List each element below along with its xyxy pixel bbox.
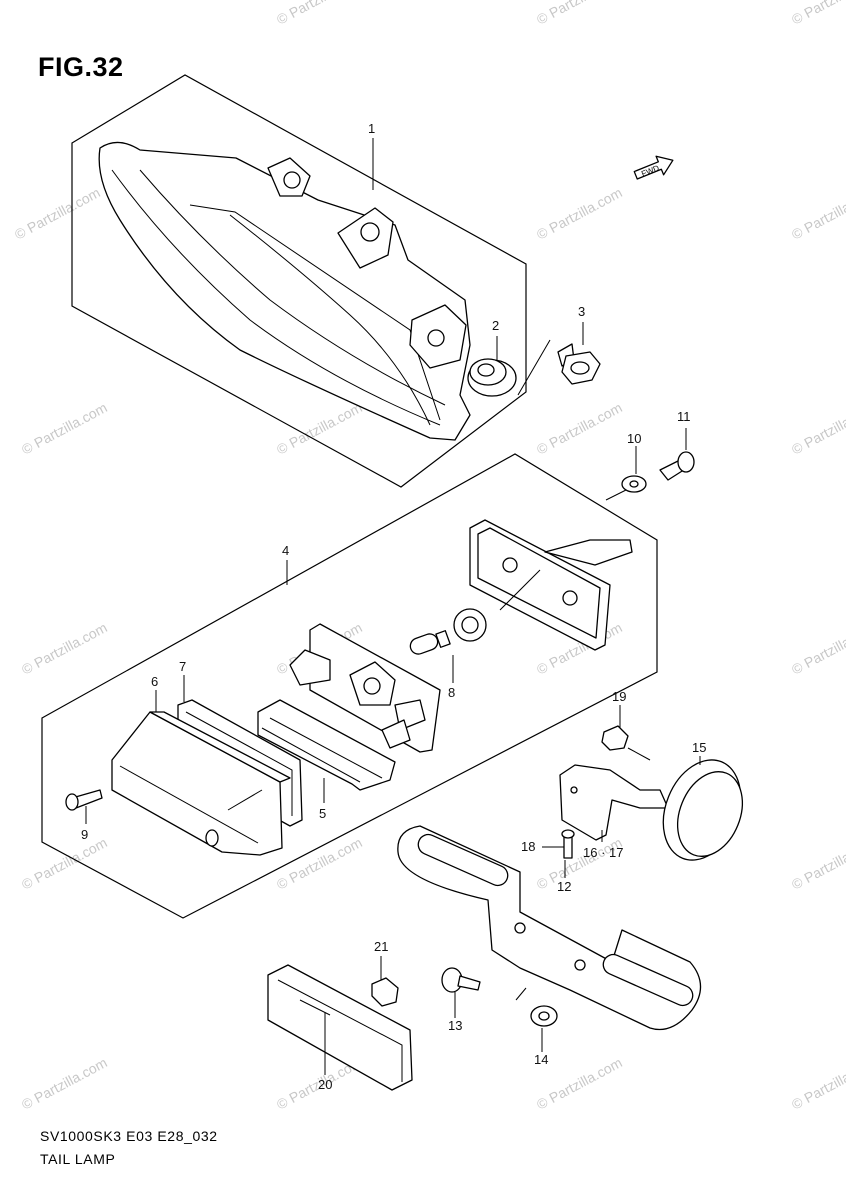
nut-part-19 bbox=[601, 725, 629, 751]
watermark: © Partzilla.com bbox=[19, 399, 110, 457]
watermark: © Partzilla.com bbox=[534, 399, 625, 457]
lamp-holder bbox=[289, 623, 441, 753]
callout-5: 5 bbox=[319, 806, 326, 821]
fwd-arrow-icon: FWD bbox=[633, 155, 674, 180]
reflector-bracket-part-16-17 bbox=[559, 764, 669, 841]
watermark: © Partzilla.com bbox=[274, 399, 365, 457]
callout-1: 1 bbox=[368, 121, 375, 136]
screw-part-13 bbox=[441, 967, 481, 993]
leader-line bbox=[515, 987, 527, 1001]
watermark: © Partzilla.com bbox=[274, 0, 365, 28]
callout-12: 12 bbox=[557, 879, 571, 894]
washer-part-10 bbox=[621, 475, 647, 493]
callout-10: 10 bbox=[627, 431, 641, 446]
watermark: © Partzilla.com bbox=[789, 399, 846, 457]
assembly-frame-4 bbox=[41, 453, 658, 919]
callout-6: 6 bbox=[151, 674, 158, 689]
bulb-part-8 bbox=[409, 630, 451, 655]
callout-14: 14 bbox=[534, 1052, 548, 1067]
screw-part-9 bbox=[65, 789, 103, 811]
callout-7: 7 bbox=[179, 659, 186, 674]
callout-16-17: 16 · 17 bbox=[583, 845, 623, 860]
license-bracket-part-12 bbox=[397, 825, 702, 1031]
leader-line bbox=[605, 489, 627, 501]
watermark: © Partzilla.com bbox=[19, 619, 110, 677]
watermark: © Partzilla.com bbox=[12, 184, 103, 242]
gasket-part-5 bbox=[257, 699, 396, 791]
figure-title: FIG.32 bbox=[38, 52, 124, 82]
watermark: © Partzilla.com bbox=[789, 619, 846, 677]
watermark: © Partzilla.com bbox=[789, 0, 846, 28]
callout-4: 4 bbox=[282, 543, 289, 558]
callout-labels: 1 2 3 4 5 6 7 8 9 10 11 12 13 14 15 16 ·… bbox=[81, 121, 706, 1092]
watermark: © Partzilla.com bbox=[534, 0, 625, 28]
figure-name: TAIL LAMP bbox=[40, 1151, 116, 1167]
grommet-part-2 bbox=[467, 358, 517, 397]
callout-19: 19 bbox=[612, 689, 626, 704]
watermark: © Partzilla.com bbox=[19, 834, 110, 892]
watermark: © Partzilla.com bbox=[19, 1054, 110, 1112]
watermark: © Partzilla.com bbox=[789, 1054, 846, 1112]
fwd-label: FWD bbox=[640, 163, 660, 178]
callout-3: 3 bbox=[578, 304, 585, 319]
tail-lamp-housing bbox=[98, 141, 471, 441]
watermark: © Partzilla.com bbox=[534, 834, 625, 892]
lamp-base-plate bbox=[469, 519, 633, 651]
callout-11: 11 bbox=[677, 409, 691, 424]
leader-line bbox=[517, 339, 551, 396]
callout-leaders bbox=[85, 138, 701, 1075]
nut-part-21 bbox=[371, 977, 399, 1007]
screw-part-11 bbox=[659, 451, 695, 481]
assembly-frame-1 bbox=[71, 74, 527, 488]
leader-line bbox=[627, 747, 651, 761]
callout-18: 18 bbox=[521, 839, 535, 854]
watermark: © Partzilla.com bbox=[789, 834, 846, 892]
callout-20: 20 bbox=[318, 1077, 332, 1092]
nut-part-14 bbox=[530, 1005, 558, 1027]
round-reflector-part-15 bbox=[662, 759, 743, 861]
screw-part-18 bbox=[561, 829, 575, 859]
watermark: © Partzilla.com bbox=[789, 184, 846, 242]
callout-21: 21 bbox=[374, 939, 388, 954]
watermark: © Partzilla.com bbox=[534, 184, 625, 242]
figure-model-code: SV1000SK3 E03 E28_032 bbox=[40, 1128, 218, 1144]
nut-part-3 bbox=[557, 343, 601, 385]
callout-15: 15 bbox=[692, 740, 706, 755]
callout-2: 2 bbox=[492, 318, 499, 333]
callout-8: 8 bbox=[448, 685, 455, 700]
lens-part-6 bbox=[111, 711, 291, 856]
callout-13: 13 bbox=[448, 1018, 462, 1033]
rectangular-reflector-part-20 bbox=[267, 964, 413, 1091]
callout-9: 9 bbox=[81, 827, 88, 842]
bulb-socket bbox=[453, 608, 487, 642]
